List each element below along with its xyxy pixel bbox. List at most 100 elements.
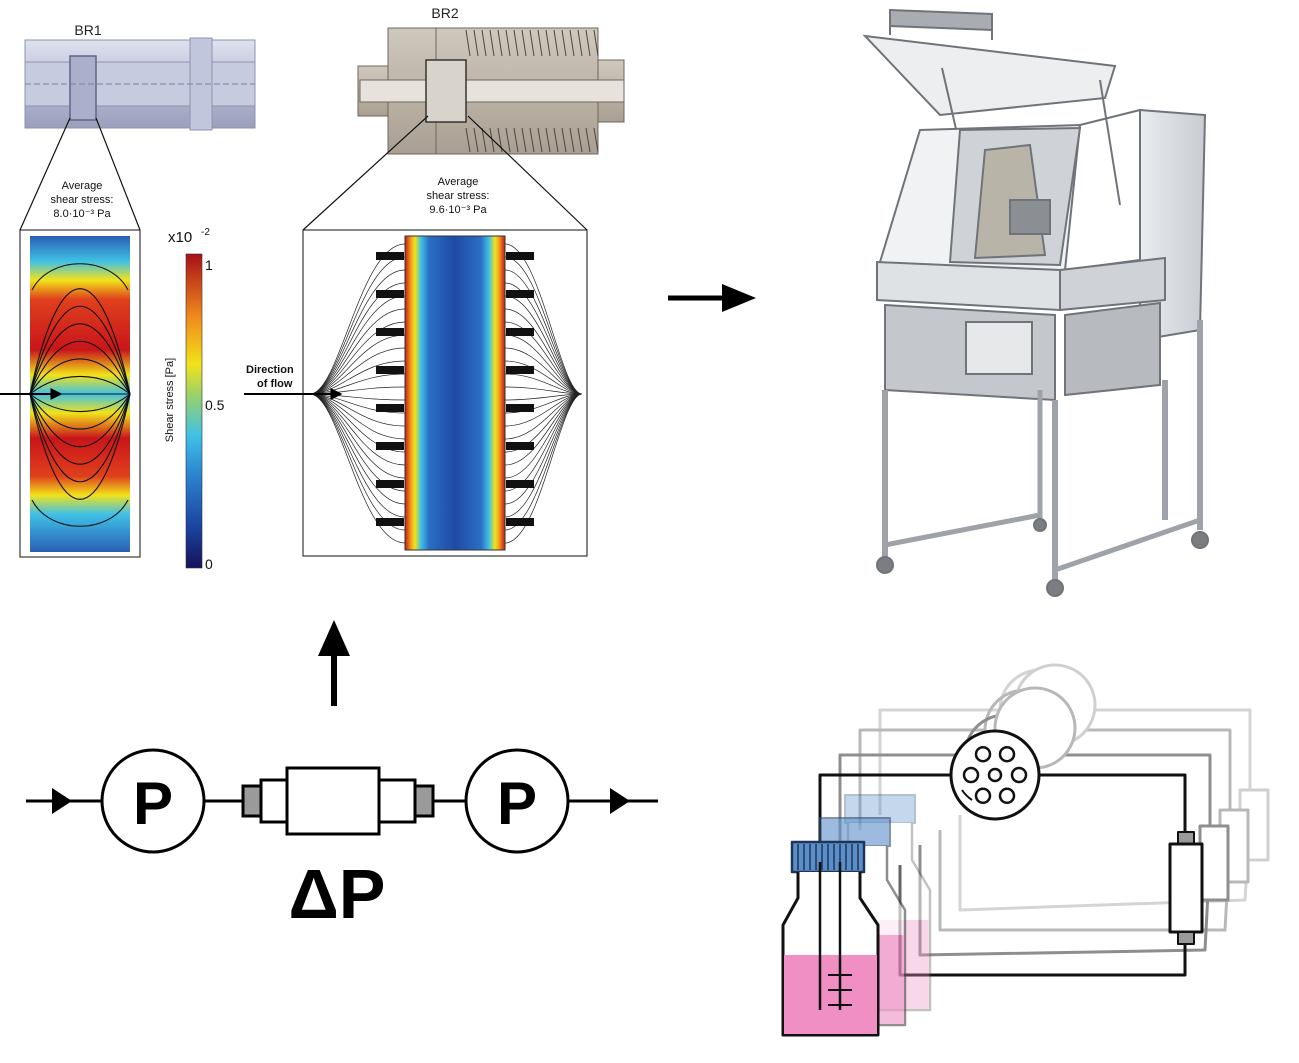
br2-thread [577, 29, 583, 57]
br2-thread [569, 29, 575, 57]
br2-rib [506, 328, 534, 336]
br2-rib [376, 252, 404, 260]
incubator-workstation [862, 8, 1209, 597]
br2-streamline [309, 334, 406, 395]
pump-roller [987, 767, 1003, 783]
colorbar-tick-max: 1 [205, 257, 213, 273]
br2-stress-title-2: shear stress: [427, 190, 490, 202]
br2-rib [506, 404, 534, 412]
br1-streamline [29, 323, 131, 395]
br2-streamline [309, 347, 406, 395]
br2-thread [569, 127, 575, 153]
br1-shear-stress-map [0, 229, 141, 558]
br2-stress-title-1: Average [438, 176, 479, 188]
br2-thread [553, 127, 559, 153]
br2-thread [529, 29, 535, 57]
br1-streamline [29, 393, 131, 500]
br1-stress-caption: Average shear stress: 8.0·10⁻³ Pa [51, 180, 114, 220]
br2-streamline [309, 360, 406, 395]
br2-thread [545, 29, 551, 57]
bioreactor-chamber [1168, 842, 1204, 934]
br2-streamline [504, 393, 583, 544]
br2-rib [376, 480, 404, 488]
br1-streamline [29, 376, 131, 395]
pump-roller [998, 787, 1016, 805]
br1-streamline [29, 393, 131, 412]
shear-stress-colorbar: x10 -2 1 0.5 0 Shear stress [Pa] [164, 227, 225, 572]
br1-stress-title-2: shear stress: [51, 194, 114, 206]
br2-thread [521, 29, 527, 57]
br1-streamline [29, 288, 131, 395]
up-arrow [318, 620, 350, 706]
br2-thread [497, 29, 503, 57]
br2-streamline [504, 334, 583, 395]
br2-rib [506, 252, 534, 260]
br2-streamline [309, 295, 406, 395]
br2-thread [473, 127, 479, 153]
br2-streamline [504, 256, 583, 395]
br2-thread [513, 29, 519, 57]
pump-roller [962, 766, 980, 784]
pump-roller [974, 745, 992, 763]
br1-streamline [29, 393, 131, 465]
br2-thread [513, 127, 519, 153]
pump-roller [1010, 766, 1028, 784]
br1-streamline [31, 499, 129, 527]
pressure-drop-schematic: P P ΔP [26, 748, 658, 933]
perfusion-circuit [781, 663, 1270, 1037]
br2-rib [376, 404, 404, 412]
flow-direction-label-1: Direction [246, 364, 294, 376]
br1-streamline [29, 306, 131, 395]
pump-roller [974, 787, 992, 805]
br2-stress-value: 9.6·10⁻³ Pa [429, 204, 487, 216]
br1-streamline [31, 263, 129, 291]
br2-thread [473, 29, 479, 57]
br2-rib [506, 518, 534, 526]
br2-rib [506, 480, 534, 488]
br1-stress-title-1: Average [62, 180, 103, 192]
pressure-gauge-left-label: P [133, 770, 173, 837]
br1-cad-section: BR1 [24, 22, 256, 131]
br2-thread [489, 29, 495, 57]
br2-thread [593, 127, 599, 153]
br2-cad-section: BR2 [357, 5, 625, 155]
br2-thread [505, 29, 511, 57]
media-bottle [781, 840, 880, 1037]
pressure-gauge-right-label: P [497, 770, 537, 837]
br2-rib [376, 328, 404, 336]
right-arrow [668, 284, 756, 312]
br2-label: BR2 [431, 5, 458, 21]
br2-thread [505, 127, 511, 153]
br2-thread [521, 127, 527, 153]
colorbar-tick-mid: 0.5 [205, 397, 225, 413]
br2-thread [585, 29, 591, 57]
br2-streamline [504, 243, 583, 395]
br2-thread [593, 29, 599, 57]
colorbar-exponent: -2 [201, 227, 210, 238]
br2-thread [481, 29, 487, 57]
br2-shear-stress-map: Direction of flow [244, 229, 588, 557]
br2-thread [585, 127, 591, 153]
br2-streamline [504, 347, 583, 395]
br2-thread [537, 127, 543, 153]
colorbar-tick-min: 0 [205, 556, 213, 572]
colorbar-multiplier: x10 [168, 229, 192, 246]
br2-thread [489, 127, 495, 153]
pump-roller [998, 745, 1016, 763]
br2-rib [376, 442, 404, 450]
pressure-drop-label: ΔP [288, 855, 385, 933]
br2-streamline [504, 386, 583, 395]
br2-thread [545, 127, 551, 153]
br2-thread [561, 29, 567, 57]
br2-rib [506, 366, 534, 374]
br1-label: BR1 [74, 22, 101, 38]
br2-streamline [309, 269, 406, 395]
br2-thread [481, 127, 487, 153]
br2-stress-caption: Average shear stress: 9.6·10⁻³ Pa [427, 176, 490, 216]
colorbar-axis-label: Shear stress [Pa] [164, 358, 176, 442]
br2-streamline [504, 308, 583, 395]
br2-rib [376, 518, 404, 526]
br2-rib [376, 366, 404, 374]
br2-rib [506, 442, 534, 450]
